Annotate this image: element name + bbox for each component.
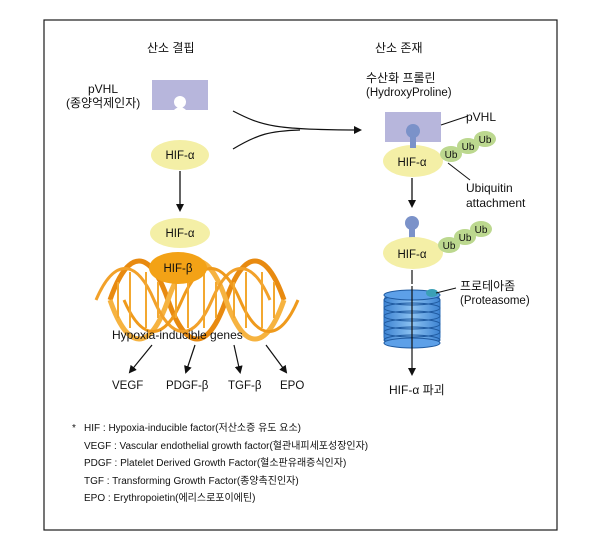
hif-alpha-right-1 — [383, 145, 443, 177]
hydroxyproline-marker — [406, 124, 420, 148]
ub-2b: Ub — [459, 233, 472, 244]
ubiquitin-pointer — [447, 162, 471, 181]
ubiquitin-label-1: Ubiquitin — [466, 181, 513, 195]
proteasome-pointer — [435, 287, 457, 294]
footnote-star: * — [72, 423, 76, 434]
footnote-epo: EPO : Erythropoietin(에리스로포이에틴) — [84, 493, 256, 504]
footnote-tgf: TGF : Transforming Growth Factor(종양촉진인자) — [84, 475, 299, 487]
hif-alpha-right-1-label: HIF-α — [397, 157, 426, 169]
target-epo: EPO — [280, 380, 304, 392]
target-vegf: VEGF — [112, 380, 143, 392]
target-pdgf: PDGF-β — [166, 380, 209, 392]
footnote-hif: HIF : Hypoxia-inducible factor(저산소증 유도 요… — [84, 423, 301, 434]
hif-alpha-complex — [150, 218, 210, 248]
ub-1b: Ub — [462, 142, 475, 153]
hif-alpha-right-2 — [383, 237, 443, 269]
hif-destruction-label: HIF-α 파괴 — [389, 383, 445, 397]
left-panel-title: 산소 결핍 — [147, 41, 195, 55]
frame-border — [43, 19, 558, 531]
arrow-to-epo — [265, 344, 288, 374]
pvhl-protein-left — [152, 80, 208, 111]
hydroxyproline-marker-2 — [405, 216, 419, 240]
footnote-vegf: VEGF : Vascular endothelial growth facto… — [84, 440, 369, 452]
hif-alpha-left-label: HIF-α — [165, 150, 194, 162]
hif-beta — [149, 252, 207, 284]
ub-1c: Ub — [479, 135, 492, 146]
ub-2a: Ub — [443, 241, 456, 252]
ub-1a: Ub — [445, 150, 458, 161]
ub-2c: Ub — [475, 225, 488, 236]
arrow-to-vegf — [128, 344, 153, 374]
right-panel-title: 산소 존재 — [375, 41, 423, 55]
ubiquitin-label-2: attachment — [466, 196, 526, 210]
footnote-pdgf: PDGF : Platelet Derived Growth Factor(혈소… — [84, 458, 347, 469]
arrow-to-pdgf — [184, 344, 196, 374]
arrow-to-tgf — [233, 344, 243, 374]
ubiquitin-chain-1 — [440, 131, 496, 162]
pvhl-label-right: pVHL — [466, 110, 496, 124]
proteasome-label: 프로테아좀 — [460, 279, 515, 293]
arrow-oxygen-present-tail — [232, 129, 301, 150]
hif-alpha-complex-label: HIF-α — [165, 228, 194, 240]
footnotes: * HIF : Hypoxia-inducible factor(저산소증 유도… — [72, 420, 369, 508]
hif-alpha-left — [151, 140, 209, 170]
target-tgf: TGF-β — [228, 380, 262, 392]
proteasome-sublabel: (Proteasome) — [460, 295, 530, 307]
ubiquitin-chain-2 — [438, 221, 492, 253]
hif-beta-label: HIF-β — [164, 263, 193, 275]
pvhl-sublabel-left: (종양억제인자) — [66, 96, 140, 110]
pvhl-label-left: pVHL — [88, 82, 118, 96]
genes-label: Hypoxia-inducible genes — [112, 328, 243, 342]
hydroxyproline-sublabel: (HydroxyProline) — [366, 87, 452, 99]
hif-alpha-right-2-label: HIF-α — [397, 249, 426, 261]
dna-helix — [94, 258, 300, 342]
arrow-oxygen-present — [232, 110, 362, 134]
pvhl-right-pointer — [440, 115, 469, 126]
hydroxyproline-label: 수산화 프롤린 — [366, 71, 436, 85]
